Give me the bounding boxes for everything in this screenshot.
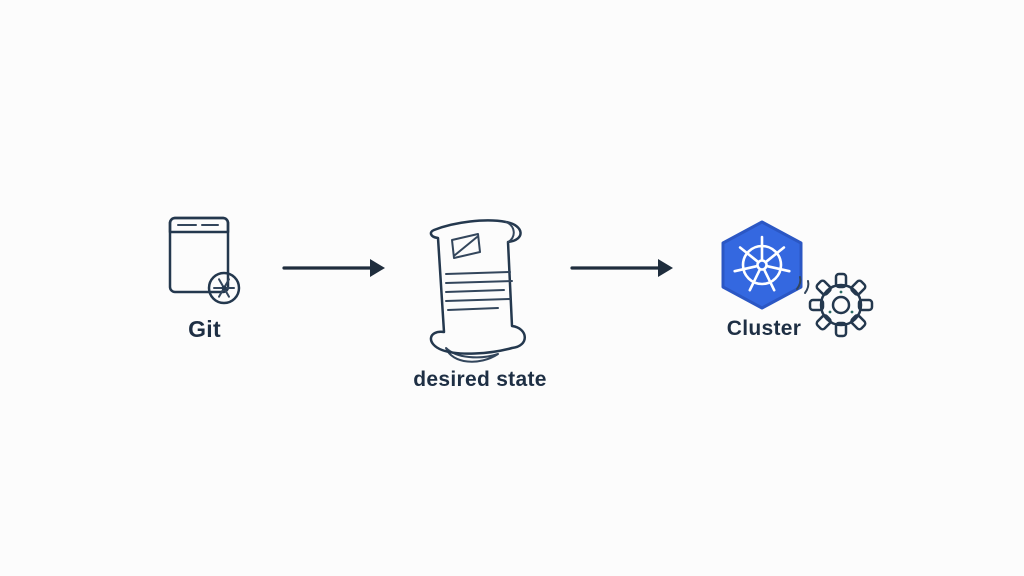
manifest-text-line	[445, 271, 511, 275]
gear-dot	[828, 310, 832, 314]
gear-body	[819, 283, 863, 327]
tick	[804, 280, 810, 294]
gear-tooth	[815, 314, 832, 331]
helm-wheel-hub	[756, 259, 768, 271]
gear-tooth	[834, 321, 848, 338]
arrow-state-to-cluster-icon	[570, 259, 673, 277]
helm-spoke	[733, 264, 758, 273]
badge-hub	[221, 285, 227, 291]
git-label: Git	[188, 316, 221, 342]
gear-icon	[808, 272, 874, 338]
manifest-text-line	[445, 298, 511, 302]
gear-hole	[831, 295, 851, 315]
scroll-top-curl	[505, 221, 515, 243]
helm-spoke	[763, 269, 776, 292]
manifest-image-diagonal	[454, 236, 478, 256]
kubernetes-hexagon	[721, 220, 803, 310]
git-commit-badge-icon	[207, 271, 241, 305]
helm-spoke	[766, 264, 791, 273]
manifest-text-line	[445, 289, 505, 293]
arrow-git-to-state-icon	[282, 259, 385, 277]
arrow-head	[370, 259, 385, 277]
gear-tooth	[857, 298, 874, 312]
gear-tooth	[815, 279, 832, 296]
gear-tooth	[808, 298, 825, 312]
gear-tooth	[850, 279, 867, 296]
manifest-image-box	[451, 233, 481, 259]
repo-top-strip	[168, 216, 230, 234]
gear-teeth	[808, 272, 874, 338]
gear-dot	[839, 290, 843, 294]
gear-tooth	[834, 272, 848, 289]
helm-spoke	[738, 246, 759, 263]
manifest-scroll-icon	[429, 219, 526, 363]
helm-spoke	[765, 246, 786, 263]
kubernetes-icon	[721, 220, 803, 310]
arrow-head	[658, 259, 673, 277]
gear-dot	[850, 310, 854, 314]
manifest-text-line	[447, 307, 499, 311]
helm-spoke	[748, 269, 761, 292]
motion-ticks-icon	[796, 276, 810, 294]
tick	[796, 276, 802, 290]
desired-state-label: desired state	[413, 368, 547, 391]
gear-tooth	[850, 314, 867, 331]
git-repository-icon	[168, 216, 241, 305]
scroll-bottom-curl	[445, 347, 499, 363]
cluster-label: Cluster	[726, 317, 802, 340]
manifest-text-line	[445, 280, 513, 284]
